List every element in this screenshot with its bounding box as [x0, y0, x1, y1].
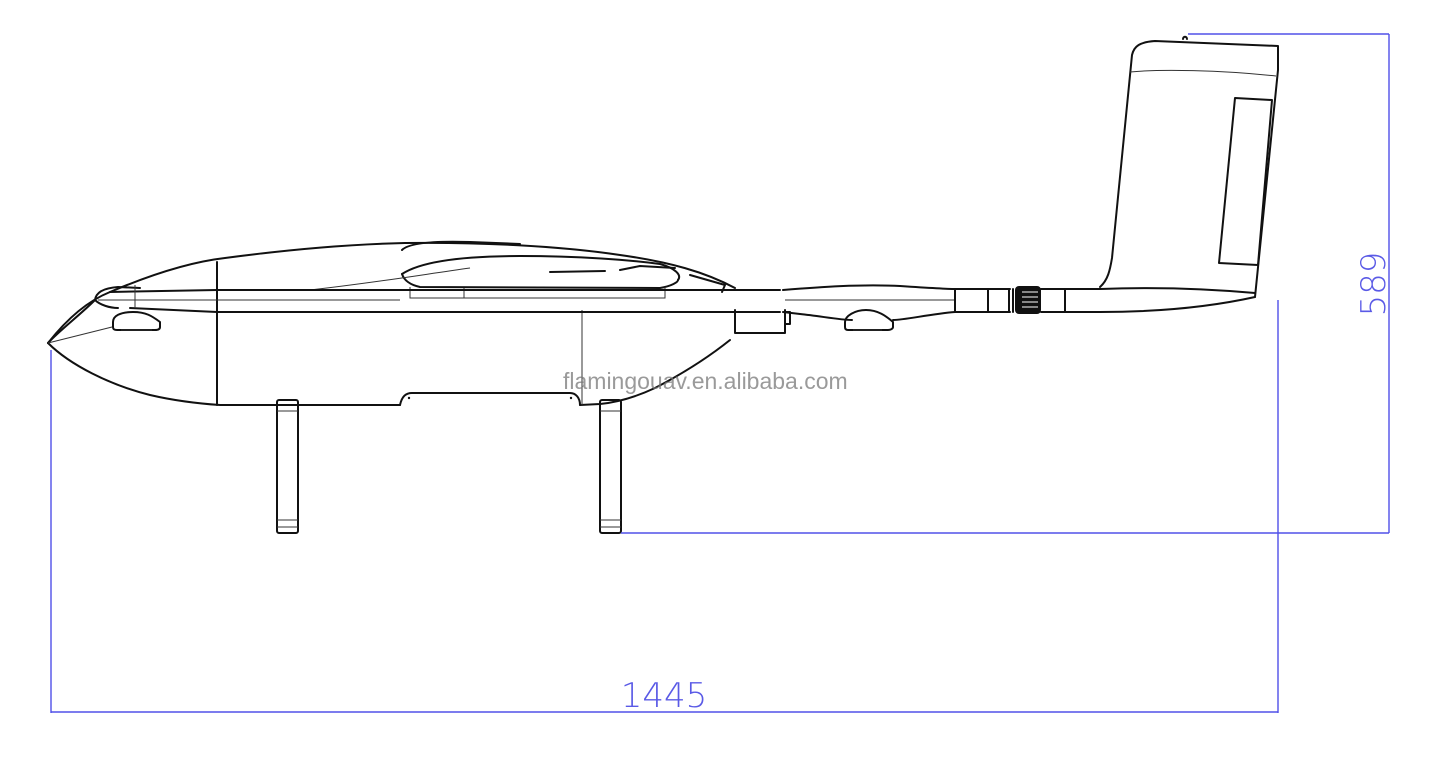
boom — [94, 284, 1256, 321]
canopy — [309, 240, 726, 299]
vertical-tail — [1099, 35, 1279, 298]
dimension-height-label: 589 — [1354, 252, 1394, 317]
rear-motor — [844, 309, 894, 331]
dimension-height — [621, 33, 1390, 534]
watermark: flamingouav.en.alibaba.com — [563, 368, 848, 394]
dimension-length-label: 1445 — [621, 676, 708, 716]
dimension-length — [50, 300, 1279, 713]
front-motor — [112, 311, 161, 331]
landing-gear — [276, 399, 622, 534]
